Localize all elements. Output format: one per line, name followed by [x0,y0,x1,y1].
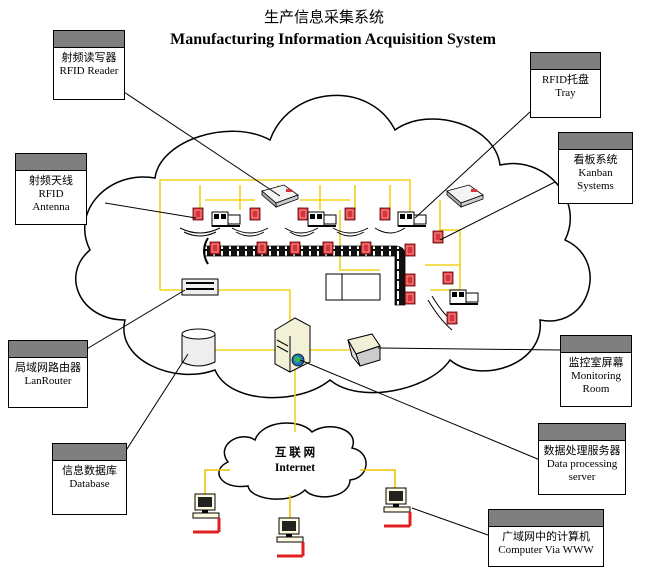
database-cylinder [181,328,216,367]
callout-kanban-systems: 看板系统 Kanban Systems [558,132,633,204]
callout-header-bar [489,510,603,527]
callout-label-cn: 局域网路由器 [15,362,81,374]
callout-label-en-2: server [568,471,596,483]
callout-label-cn: 看板系统 [573,154,618,166]
kanban-board [325,273,381,301]
network-wiring [159,179,461,432]
callout-database: 信息数据库 Database [52,443,127,515]
callout-lan-router: 局域网路由器 LanRouter [8,340,88,408]
callout-label-en: Kanban [578,167,613,179]
callout-header-bar [531,53,600,70]
callout-label-en: Data processing [546,458,618,470]
callout-rfid-antenna: 射频天线 RFID Antenna [15,153,87,225]
internet-cloud [218,422,367,500]
page-title-english: Manufacturing Information Acquisition Sy… [170,31,496,48]
callout-label-cn: 信息数据库 [62,465,117,477]
internet-label-cn: 互 联 网 [274,447,316,459]
callout-label-en: Tray [555,87,576,99]
callout-label-en: RFID [38,188,64,200]
callout-label-en: Monitoring [570,370,622,382]
callout-header-bar [559,133,632,150]
callout-label-en-2: Room [582,383,610,395]
server-tower [274,317,311,373]
callout-rfid-tray: RFID托盘 Tray [530,52,601,118]
callout-label-cn: 监控室屏幕 [568,357,624,369]
callout-header-bar [9,341,87,358]
callout-header-bar [539,424,625,441]
callout-header-bar [53,444,126,461]
callout-label-en-2: Antenna [32,201,70,213]
callout-data-processing-server: 数据处理服务器 Data processing server [538,423,626,495]
callout-label-cn: 数据处理服务器 [543,445,621,457]
callout-label-en: RFID Reader [59,65,119,77]
wan-wiring [204,469,396,520]
wan-computers [191,486,412,558]
callout-label-en-2: Systems [577,180,614,192]
callout-rfid-reader: 射频读写器 RFID Reader [53,30,125,100]
callout-header-bar [16,154,86,171]
callout-label-cn: 广域网中的计算机 [502,531,590,543]
callout-label-en: LanRouter [24,375,72,387]
internet-cloud-label: 互 联 网 Internet [255,446,335,476]
callout-label-cn: 射频读写器 [61,52,117,64]
callout-wan-computer: 广域网中的计算机 Computer Via WWW [488,509,604,567]
callout-label-cn: 射频天线 [29,175,73,187]
callout-label-en: Computer Via WWW [498,544,594,556]
callout-header-bar [561,336,631,353]
callout-header-bar [54,31,124,48]
lan-router-device [181,278,219,296]
internet-label-en: Internet [274,462,316,474]
callout-label-cn: RFID托盘 [541,74,590,86]
callout-monitoring-room: 监控室屏幕 Monitoring Room [560,335,632,407]
callout-label-en: Database [69,478,110,490]
conveyor-belt [204,245,406,306]
page-title-chinese: 生产信息采集系统 [263,8,384,26]
monitor-screen [347,333,381,367]
